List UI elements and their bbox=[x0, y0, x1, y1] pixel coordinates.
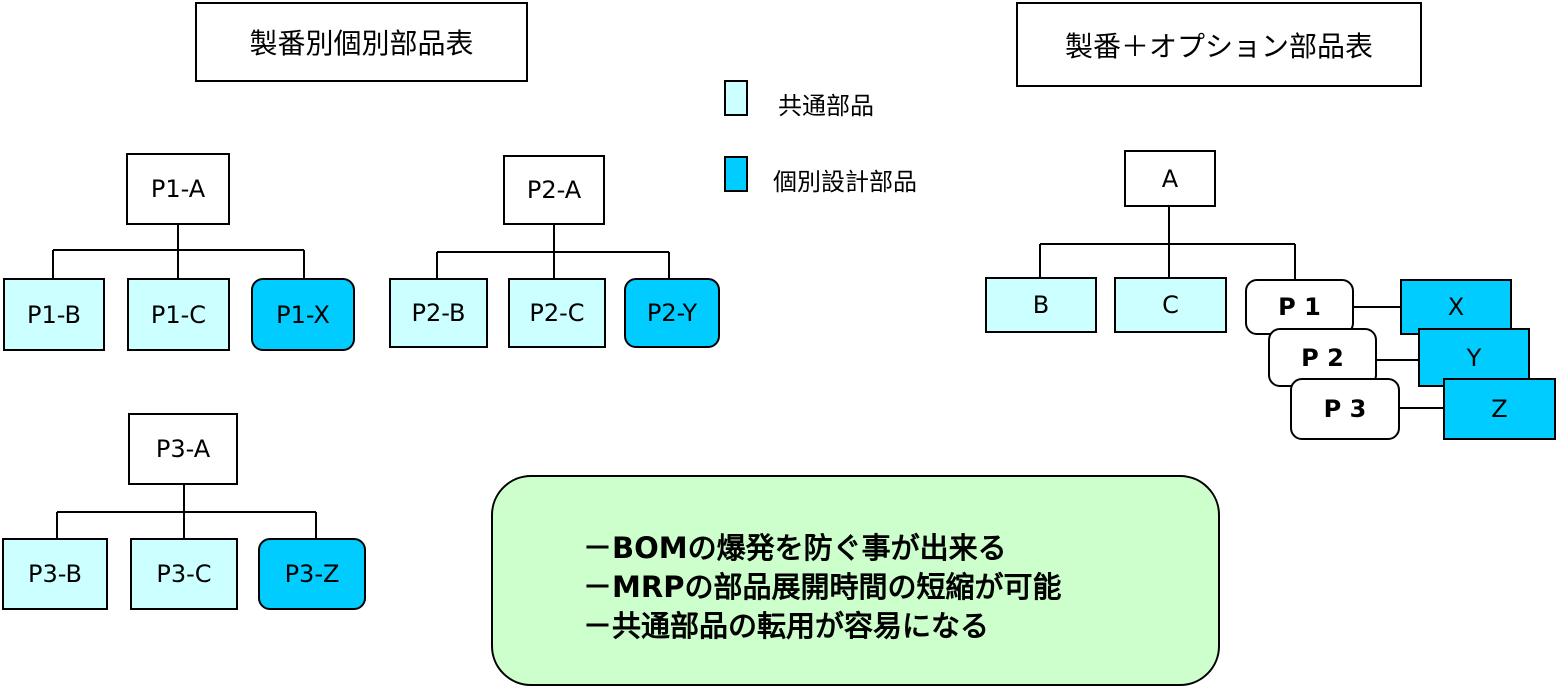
legend-custom-label: 個別設計部品 bbox=[773, 168, 917, 196]
part-p2-a: P2-A bbox=[503, 155, 605, 225]
benefits-callout: －BOMの爆発を防ぐ事が出来る －MRPの部品展開時間の短縮が可能 －共通部品の… bbox=[491, 475, 1220, 686]
part-p3-a: P3-A bbox=[128, 413, 238, 485]
legend-custom-swatch bbox=[724, 156, 748, 192]
part-y: Y bbox=[1418, 328, 1530, 387]
part-p1-c: P1-C bbox=[127, 278, 230, 351]
part-p2-y: P2-Y bbox=[624, 278, 720, 348]
part-p1-x: P1-X bbox=[251, 278, 355, 351]
part-p2-c: P2-C bbox=[508, 278, 606, 348]
option-links bbox=[1354, 306, 1443, 409]
benefit-item: －共通部品の転用が容易になる bbox=[583, 609, 990, 643]
part-p3-b: P3-B bbox=[2, 538, 108, 610]
benefit-item: －BOMの爆発を防ぐ事が出来る bbox=[583, 531, 1007, 565]
part-p1-b: P1-B bbox=[3, 278, 105, 351]
part-x: X bbox=[1400, 279, 1512, 335]
part-z: Z bbox=[1443, 378, 1556, 440]
part-p2-b: P2-B bbox=[389, 278, 488, 348]
title-left: 製番別個別部品表 bbox=[195, 2, 528, 82]
option-p1: P 1 bbox=[1245, 279, 1354, 335]
benefit-item: －MRPの部品展開時間の短縮が可能 bbox=[583, 570, 1062, 604]
tree-option-connectors bbox=[1039, 207, 1296, 279]
part-p1-a: P1-A bbox=[126, 153, 230, 225]
part-p3-z: P3-Z bbox=[258, 538, 366, 610]
tree-p3-connectors bbox=[56, 485, 317, 538]
tree-p2-connectors bbox=[436, 225, 670, 278]
tree-p1-connectors bbox=[52, 225, 305, 278]
part-a: A bbox=[1124, 150, 1216, 207]
part-b: B bbox=[985, 277, 1097, 333]
option-p3: P 3 bbox=[1290, 378, 1400, 440]
part-c: C bbox=[1114, 277, 1227, 333]
legend-common-label: 共通部品 bbox=[778, 92, 874, 120]
part-p3-c: P3-C bbox=[130, 538, 238, 610]
title-right: 製番＋オプション部品表 bbox=[1016, 2, 1422, 87]
legend-common-swatch bbox=[724, 80, 748, 116]
